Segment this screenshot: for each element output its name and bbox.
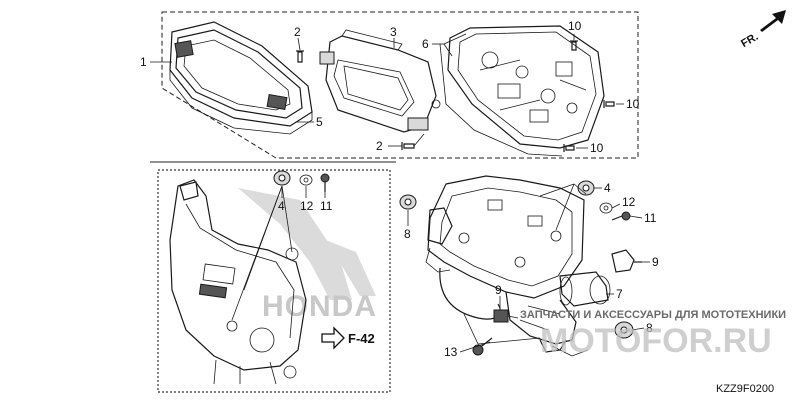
- callout-2-bottom: 2: [376, 139, 383, 153]
- front-direction-arrow: FR.: [739, 10, 786, 50]
- socket-7: [559, 271, 611, 307]
- watermark-text: ЗАПЧАСТИ И АКСЕССУАРЫ ДЛЯ МОТОТЕХНИКИ: [520, 309, 786, 321]
- callout-2-top: 2: [294, 25, 301, 39]
- svg-text:FR.: FR.: [739, 31, 760, 50]
- callout-3: 3: [390, 25, 397, 39]
- inset-bracket: [169, 179, 307, 385]
- screw-10-bottom: [563, 144, 575, 152]
- watermark-site: MOTOFOR.RU: [540, 322, 772, 360]
- callout-12-right: 12: [622, 195, 636, 209]
- callout-4-right: 4: [604, 181, 611, 195]
- callout-7: 7: [616, 287, 623, 301]
- callout-11-right: 11: [644, 211, 657, 225]
- screw-13: [472, 337, 493, 356]
- harness-connector-9: [493, 309, 519, 323]
- callout-5: 5: [316, 115, 323, 129]
- grommet-8-left: [399, 194, 417, 210]
- callout-11-inset: 11: [320, 199, 333, 213]
- callout-12-inset: 12: [300, 199, 314, 213]
- callout-9-right: 9: [652, 255, 659, 269]
- callout-8-left: 8: [404, 227, 411, 241]
- callout-4-inset: 4: [278, 199, 285, 213]
- screw-10-mid: [603, 100, 615, 108]
- meter-stay-bracket: [425, 175, 589, 357]
- callout-8-right: 8: [646, 321, 653, 335]
- washer-12-right: [599, 202, 613, 214]
- reference-f42: F-42: [321, 326, 375, 350]
- meter-case: [439, 25, 605, 157]
- inset-grommet-4: [273, 170, 291, 186]
- callout-13: 13: [444, 345, 458, 359]
- meter-unit: [319, 29, 441, 133]
- diagram-code: KZZ9F0200: [716, 383, 774, 395]
- top-group-frame: [161, 11, 639, 159]
- inset-brand-watermark: HONDA: [262, 290, 377, 323]
- screw-2-bottom: [401, 142, 415, 150]
- callout-10-bottom: 10: [590, 141, 604, 155]
- callout-6: 6: [422, 37, 429, 51]
- callout-10-mid: 10: [626, 97, 640, 111]
- callout-10-top: 10: [568, 19, 582, 33]
- screw-2-top: [296, 50, 304, 63]
- grommet-4-right: [577, 180, 595, 196]
- svg-text:F-42: F-42: [348, 331, 375, 346]
- callout-9-harness: 9: [495, 283, 502, 297]
- screw-11-right: [611, 211, 631, 221]
- inset-washer-12: [299, 174, 313, 186]
- screw-10-top: [570, 40, 578, 51]
- bulb-9: [611, 249, 642, 273]
- callout-1: 1: [140, 55, 147, 69]
- grommet-8-right: [614, 321, 634, 339]
- inset-screw-11: [320, 173, 330, 192]
- honda-wing-watermark: [238, 188, 376, 300]
- meter-visor: [169, 21, 313, 135]
